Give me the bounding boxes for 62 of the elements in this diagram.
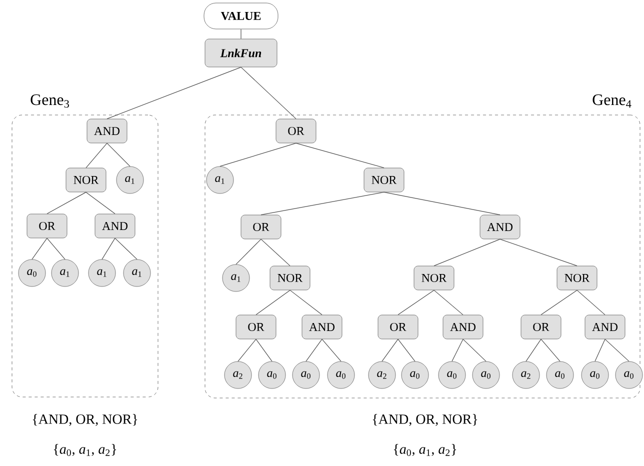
tree-edge [384, 192, 500, 216]
operator-box: OR [276, 118, 316, 144]
tree-edge [238, 338, 256, 362]
tree-edge [382, 338, 398, 362]
tree-edge [256, 290, 290, 316]
tree-edge [306, 338, 322, 362]
tree-edge [398, 338, 416, 362]
tree-edge [500, 238, 578, 266]
tree-edge [114, 238, 138, 260]
tree-edge [102, 238, 116, 260]
tree-edge [604, 338, 630, 362]
operator-box: AND [442, 314, 484, 340]
set-caption: {AND, OR, NOR} [32, 414, 138, 426]
tree-edge [240, 28, 242, 40]
tree-edge [576, 290, 606, 316]
tree-edge [290, 290, 322, 316]
operator-box: OR [520, 314, 562, 340]
operator-box: AND [86, 118, 128, 144]
tree-edge [594, 338, 606, 362]
set-caption: {a$_{0}$, a$_{1}$, a$_{2}$} [394, 444, 456, 456]
tree-edge [256, 338, 272, 362]
operator-box: NOR [270, 266, 310, 290]
tree-edge [46, 192, 86, 214]
set-caption: {a$_{0}$, a$_{1}$, a$_{2}$} [54, 444, 116, 456]
output-box: VALUE [204, 2, 278, 30]
operator-box: OR [240, 214, 282, 240]
operator-box: AND [302, 314, 342, 340]
operator-box: NOR [556, 266, 598, 290]
tree-edge [236, 238, 262, 265]
tree-edge [106, 66, 242, 120]
operator-box: AND [94, 214, 136, 238]
operator-box: NOR [414, 266, 454, 290]
tree-edge [46, 238, 66, 260]
tree-edge [260, 192, 384, 216]
operator-box: NOR [364, 168, 404, 192]
tree-edge [434, 238, 500, 266]
tree-edge [526, 338, 542, 362]
group-heading: Gene$_{3}$ [30, 94, 69, 108]
group-heading: Gene$_{4}$ [592, 94, 632, 108]
tree-edge [240, 66, 296, 120]
operator-box: OR [236, 314, 276, 340]
tree-edge [86, 192, 116, 214]
tree-edge [32, 238, 48, 260]
tree-edge [434, 290, 464, 316]
tree-edge [462, 338, 486, 362]
link-function-box: LnkFun [204, 38, 278, 68]
operator-box: NOR [66, 168, 106, 192]
tree-edge [260, 238, 290, 266]
tree-edge [106, 142, 130, 167]
tree-edge [452, 338, 464, 362]
tree-edge [322, 338, 342, 362]
set-caption: {AND, OR, NOR} [372, 414, 478, 426]
tree-edge [296, 142, 384, 168]
operator-box: OR [26, 214, 68, 238]
tree-edge [220, 142, 296, 167]
operator-box: OR [378, 314, 418, 340]
tree-edge [398, 290, 434, 316]
tree-edge [540, 338, 560, 362]
operator-box: AND [584, 314, 626, 340]
tree-edge [540, 290, 578, 316]
tree-edge [86, 142, 108, 168]
operator-box: AND [480, 214, 520, 240]
